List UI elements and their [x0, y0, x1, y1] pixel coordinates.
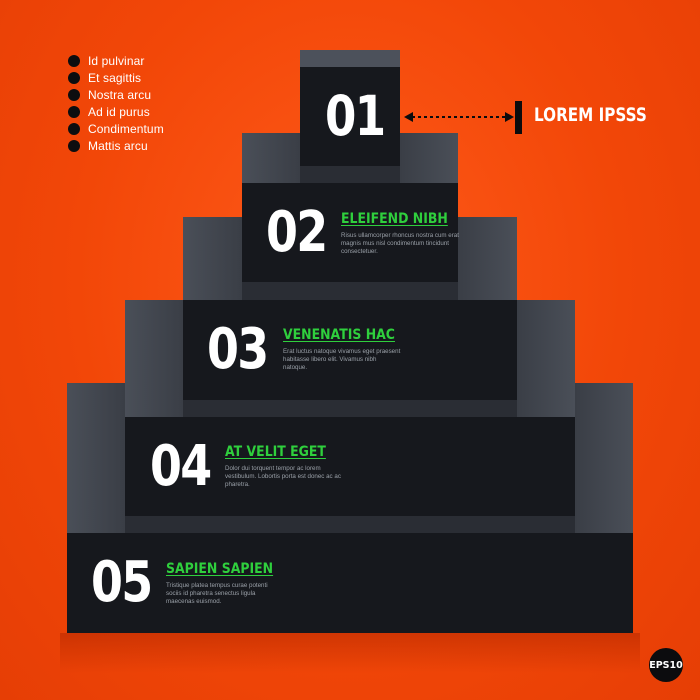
- tier-5-front: [67, 533, 633, 633]
- legend-item: Ad id purus: [68, 103, 164, 120]
- tier-1-cap: [300, 50, 400, 67]
- tier-3-left-wall: [183, 217, 242, 300]
- tier-4-right-wall: [517, 300, 575, 417]
- step-description: Tristique platea tempus curae potenti so…: [166, 582, 268, 606]
- step-number: 05: [91, 550, 153, 615]
- legend-item-label: Nostra arcu: [88, 87, 152, 102]
- tier-3-right-wall: [458, 217, 517, 300]
- legend-item: Id pulvinar: [68, 52, 164, 69]
- step-number: 03: [207, 317, 269, 382]
- legend-item-label: Id pulvinar: [88, 53, 145, 68]
- bullet-icon: [68, 139, 80, 152]
- step-title: VENENATIS HAC: [283, 327, 395, 343]
- callout-marker: [515, 101, 522, 134]
- step-number: 02: [266, 200, 328, 265]
- tier-4-left-wall: [125, 300, 183, 417]
- step-title: AT VELIT EGET: [225, 444, 326, 460]
- legend-list: Id pulvinar Et sagittis Nostra arcu Ad i…: [68, 52, 164, 154]
- step-number: 01: [325, 84, 386, 148]
- tier-5-right-wall: [575, 383, 633, 533]
- tier-2-right-wall: [400, 133, 458, 183]
- legend-item: Et sagittis: [68, 69, 164, 86]
- step-number: 04: [150, 434, 212, 499]
- step-description: Erat luctus natoque vivamus eget praesen…: [283, 348, 401, 372]
- step-title: SAPIEN SAPIEN: [166, 561, 274, 577]
- tier-3-front: [183, 300, 517, 400]
- tier-4-ledge: [183, 400, 517, 417]
- legend-item: Mattis arcu: [68, 137, 164, 154]
- bullet-icon: [68, 71, 80, 84]
- callout-label: LOREM IPSSS: [534, 104, 647, 126]
- pyramid-shadow: [60, 633, 640, 673]
- bullet-icon: [68, 54, 80, 67]
- legend-item-label: Ad id purus: [88, 104, 150, 119]
- step-description: Risus ullamcorper rhoncus nostra cum era…: [341, 232, 459, 256]
- legend-item: Condimentum: [68, 120, 164, 137]
- tier-1-front: [300, 67, 400, 166]
- legend-item-label: Et sagittis: [88, 70, 142, 85]
- tier-5-ledge: [125, 516, 575, 533]
- bullet-icon: [68, 122, 80, 135]
- step-description: Dolor dui torquent tempor ac lorem vesti…: [225, 465, 341, 489]
- double-arrow-icon: [404, 112, 514, 122]
- tier-4-front: [125, 417, 575, 516]
- bullet-icon: [68, 105, 80, 118]
- tier-2-left-wall: [242, 133, 300, 183]
- bullet-icon: [68, 88, 80, 101]
- tier-5-left-wall: [67, 383, 125, 533]
- legend-item-label: Condimentum: [88, 121, 164, 136]
- legend-item: Nostra arcu: [68, 86, 164, 103]
- tier-3-ledge: [242, 282, 458, 300]
- eps-badge: EPS10: [649, 648, 683, 682]
- legend-item-label: Mattis arcu: [88, 138, 148, 153]
- step-title: ELEIFEND NIBH: [341, 211, 448, 227]
- tier-2-ledge: [300, 166, 400, 183]
- tier-2-front: [242, 183, 458, 282]
